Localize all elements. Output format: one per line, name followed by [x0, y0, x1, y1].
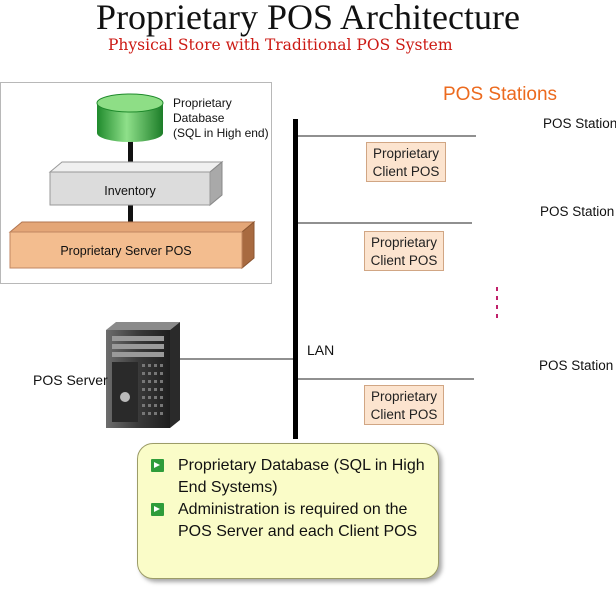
server-pos-slab [8, 220, 256, 270]
lan-bus-line [293, 119, 298, 439]
arrow-bullet-icon [151, 503, 164, 516]
inventory-server-connector [128, 204, 133, 230]
pos-server-tower-icon [106, 322, 180, 428]
server-pos-label: Proprietary Server POS [60, 244, 192, 258]
pos-station-label: POS Station [540, 204, 615, 219]
pos-server-label: POS Server [33, 372, 108, 388]
database-label: Proprietary Database (SQL in High end) [173, 96, 269, 140]
network-connectors [176, 135, 476, 380]
pos-station-label: POS Station [543, 116, 616, 131]
note-item: Proprietary Database (SQL in High End Sy… [151, 455, 428, 499]
page-subtitle: Physical Store with Traditional POS Syst… [108, 36, 453, 54]
pos-station-label: POS Station [539, 358, 614, 373]
notes-callout: Proprietary Database (SQL in High End Sy… [137, 443, 439, 579]
inventory-label: Inventory [104, 184, 156, 198]
database-cylinder-icon [96, 93, 164, 142]
page-title: Proprietary POS Architecture [96, 0, 520, 37]
lan-label: LAN [307, 342, 335, 358]
arrow-bullet-icon [151, 459, 164, 472]
note-item: Administration is required on the POS Se… [151, 499, 428, 543]
inventory-slab [48, 160, 224, 207]
pos-stations-heading: POS Stations [443, 84, 558, 105]
db-inventory-connector [128, 137, 133, 163]
